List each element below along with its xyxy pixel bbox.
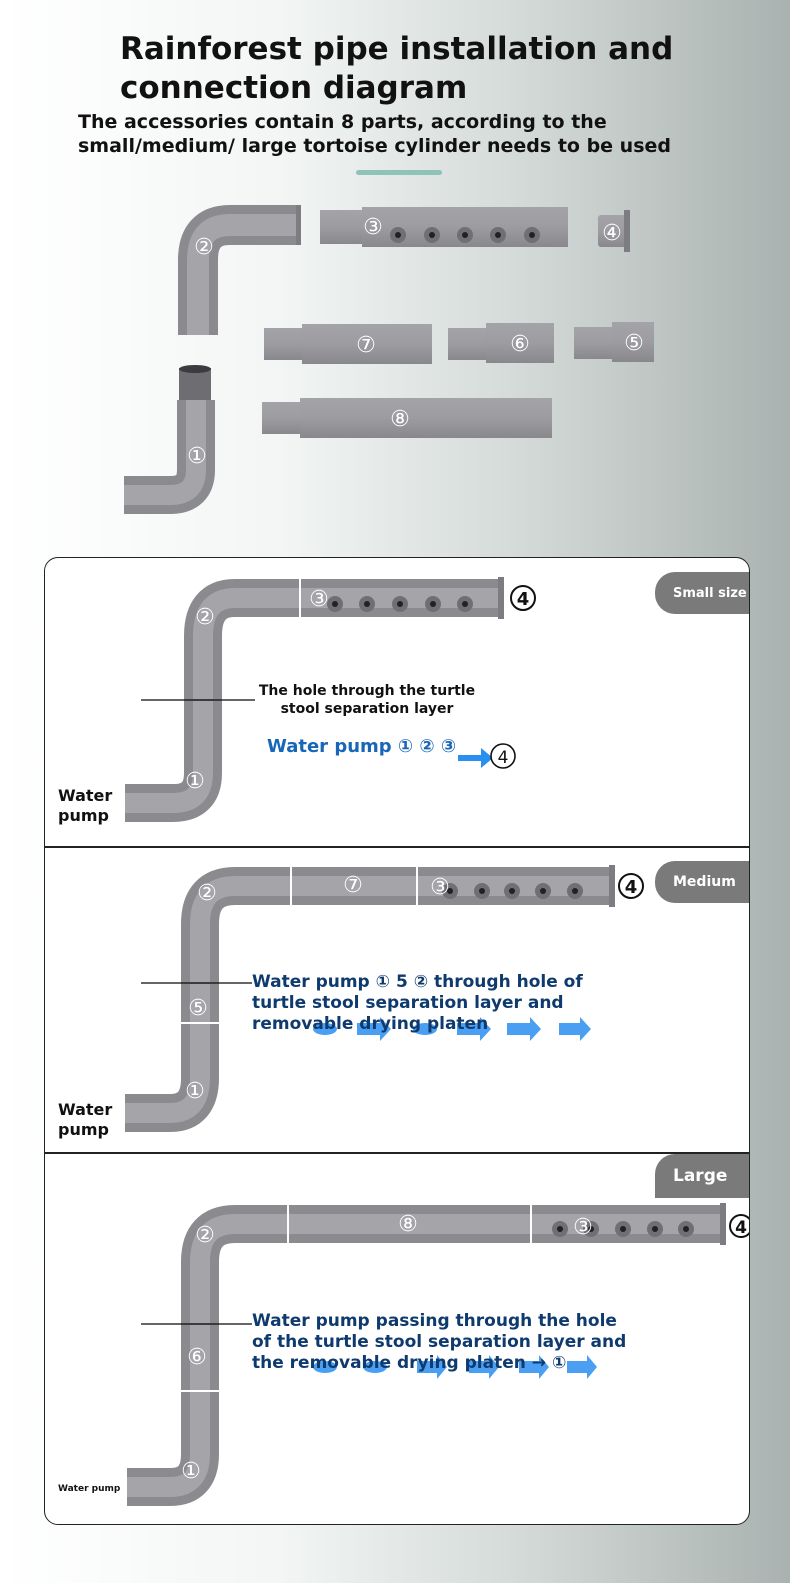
medium-label-2: ② [197, 881, 217, 906]
part-1-label: ① [187, 444, 207, 469]
medium-size-tag: Medium [655, 861, 749, 903]
large-end-label: 4 [735, 1218, 747, 1238]
part-6-pipe: ⑥ [448, 323, 554, 363]
part-7-label: ⑦ [356, 333, 376, 358]
medium-label-3: ③ [430, 875, 450, 900]
small-flow-end-label: 4 [498, 748, 509, 768]
large-pump-label: Water pump [58, 1484, 121, 1494]
large-label-1: ① [181, 1459, 201, 1484]
part-7-pipe: ⑦ [264, 324, 432, 364]
small-label-3: ③ [309, 587, 329, 612]
part-3-spray-bar: ③ [320, 207, 568, 247]
small-size-tag: Small size [655, 572, 749, 614]
panel-divider [45, 1152, 749, 1154]
medium-pump-label: Water pump [58, 1100, 113, 1139]
part-2-elbow: ② [178, 205, 301, 335]
large-size-diagram: 4 ② ⑧ ③ ⑥ ① [127, 1203, 749, 1506]
part-5-pipe: ⑤ [574, 322, 654, 362]
parts-overview: ② ③ ④ ⑦ ⑥ ⑤ ⑧ [124, 205, 654, 514]
part-6-label: ⑥ [510, 332, 530, 357]
page-title: Rainforest pipe installation and connect… [120, 31, 674, 106]
small-note: The hole through the turtle stool separa… [258, 683, 476, 717]
large-label-2: ② [195, 1223, 215, 1248]
large-label-6: ⑥ [187, 1345, 207, 1370]
panel-divider [45, 846, 749, 848]
page-subtitle: The accessories contain 8 parts, accordi… [78, 111, 672, 157]
medium-label-7: ⑦ [343, 873, 363, 898]
part-8-pipe: ⑧ [262, 398, 552, 438]
small-label-1: ① [185, 769, 205, 794]
medium-note: Water pump ① 5 ② through hole of turtle … [252, 972, 583, 1034]
small-end-label: 4 [517, 589, 530, 610]
small-size-diagram: 4 ② ③ ① 4 [125, 577, 536, 822]
part-4-label: ④ [602, 221, 622, 246]
small-size-panel: 4 ② ③ ① 4 Small size The hole through th… [45, 558, 749, 848]
part-5-label: ⑤ [624, 331, 644, 356]
large-label-8: ⑧ [398, 1212, 418, 1237]
small-label-2: ② [195, 605, 215, 630]
small-flow-text: Water pump ① ② ③ [267, 736, 457, 757]
configuration-card: 4 ② ③ ① 4 Small size The hole through th… [44, 557, 750, 1525]
small-pump-label: Water pump [58, 786, 113, 825]
part-1-elbow: ① [124, 365, 215, 514]
large-size-tag: Large [655, 1154, 749, 1198]
part-8-label: ⑧ [390, 407, 410, 432]
large-label-3: ③ [573, 1215, 593, 1240]
medium-label-1: ① [185, 1079, 205, 1104]
large-flow-arrows [313, 1355, 597, 1379]
large-size-panel: 4 ② ⑧ ③ ⑥ ① Large Water pump passing thr… [45, 1154, 749, 1524]
medium-flow-arrows [313, 1017, 591, 1041]
part-4-end-cap: ④ [598, 210, 630, 252]
small-flow-arrow [458, 748, 493, 768]
title-underline [356, 170, 442, 175]
medium-size-panel: 4 ② ⑦ ③ ⑤ ① Medium Water pump ① 5 ② thro… [45, 848, 749, 1154]
medium-size-diagram: 4 ② ⑦ ③ ⑤ ① [125, 865, 644, 1132]
medium-end-label: 4 [625, 877, 638, 898]
medium-label-5: ⑤ [188, 996, 208, 1021]
large-note: Water pump passing through the hole of t… [252, 1311, 627, 1373]
part-3-label: ③ [363, 215, 383, 240]
part-2-label: ② [194, 235, 214, 260]
